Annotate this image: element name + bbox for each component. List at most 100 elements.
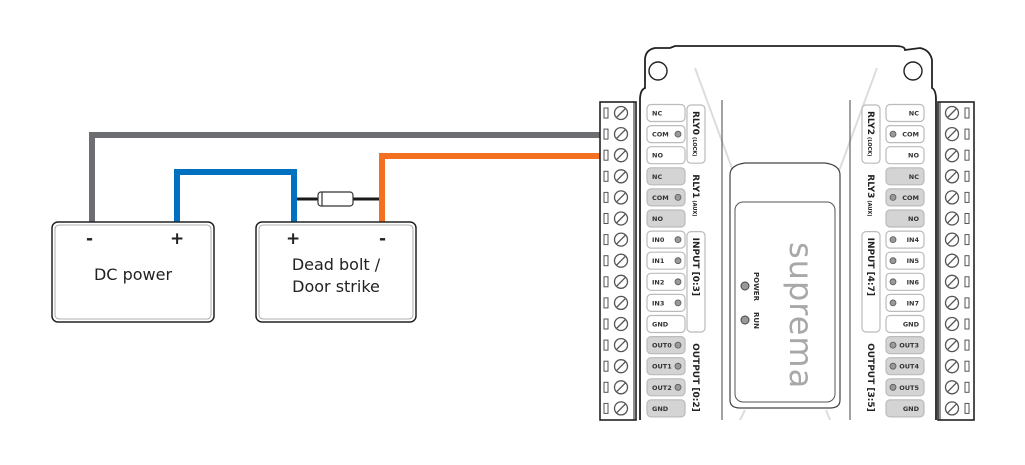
terminal-group: INPUT [0:3] bbox=[686, 231, 706, 333]
terminal-led bbox=[889, 257, 897, 265]
wire-slot bbox=[603, 191, 609, 203]
terminal-led bbox=[889, 362, 897, 370]
screw-terminal[interactable] bbox=[944, 148, 960, 163]
screw-terminal[interactable] bbox=[613, 401, 629, 416]
dead-bolt-neg-sign: - bbox=[379, 229, 386, 249]
wire-slot bbox=[603, 170, 609, 182]
terminal-label: IN0 bbox=[646, 230, 686, 249]
run-led-label: RUN bbox=[752, 312, 760, 329]
screw-terminal[interactable] bbox=[944, 359, 960, 374]
terminal-label: IN6 bbox=[885, 272, 925, 291]
terminal-label-text: NC bbox=[652, 110, 662, 118]
wire-slot bbox=[964, 276, 970, 288]
terminal-label-text: IN6 bbox=[907, 278, 920, 286]
terminal-group-name: RLY0(LOCK) bbox=[690, 111, 700, 156]
dc-power-label: DC power bbox=[94, 265, 172, 284]
screw-terminal[interactable] bbox=[944, 337, 960, 353]
wire-slot bbox=[603, 213, 609, 224]
terminal-led bbox=[889, 193, 897, 201]
terminal-led bbox=[674, 236, 682, 244]
terminal-label: IN1 bbox=[646, 251, 686, 270]
dc-power-box: - + DC power bbox=[51, 221, 215, 323]
terminal-label-text: NO bbox=[908, 152, 919, 160]
dc-power-pos-sign: + bbox=[170, 229, 184, 249]
screw-terminal[interactable] bbox=[613, 126, 629, 142]
screw-terminal[interactable] bbox=[613, 148, 629, 163]
wire-slot bbox=[964, 149, 970, 161]
terminal-label: NO bbox=[646, 209, 686, 228]
terminal-label: OUT2 bbox=[646, 378, 686, 397]
terminal-group-name: INPUT [4:7] bbox=[865, 238, 875, 296]
screw-terminal[interactable] bbox=[613, 253, 629, 268]
terminal-label-text: GND bbox=[903, 321, 920, 329]
screw-terminal[interactable] bbox=[613, 105, 629, 121]
terminal-label: OUT5 bbox=[885, 378, 925, 397]
screw-terminal[interactable] bbox=[613, 359, 629, 374]
screw-terminal[interactable] bbox=[944, 126, 960, 142]
terminal-group-name: RLY2(LOCK) bbox=[865, 111, 875, 156]
terminal-label-text: OUT2 bbox=[652, 384, 672, 392]
screw-terminal[interactable] bbox=[613, 169, 629, 184]
screw-terminal[interactable] bbox=[613, 295, 629, 311]
terminal-led bbox=[674, 299, 682, 307]
diode bbox=[317, 191, 354, 207]
terminal-label: IN2 bbox=[646, 272, 686, 291]
screw-terminal[interactable] bbox=[944, 274, 960, 289]
terminal-label-text: COM bbox=[652, 131, 669, 139]
terminal-label: NO bbox=[646, 146, 686, 165]
wire-slot bbox=[964, 170, 970, 182]
dead-bolt-label-line2: Door strike bbox=[292, 277, 380, 296]
wires bbox=[89, 132, 604, 222]
terminal-group: OUTPUT [0:2] bbox=[690, 343, 700, 412]
screw-terminal[interactable] bbox=[944, 253, 960, 268]
screw-terminal[interactable] bbox=[944, 401, 960, 416]
terminal-group: OUTPUT [3:5] bbox=[865, 343, 875, 412]
terminal-group: RLY2(LOCK) bbox=[861, 104, 881, 164]
screw-terminal[interactable] bbox=[944, 190, 960, 205]
power-led-label: POWER bbox=[752, 272, 760, 302]
screw-terminal[interactable] bbox=[944, 380, 960, 395]
wire-slot bbox=[603, 381, 609, 393]
terminal-led bbox=[889, 299, 897, 307]
screw-terminal[interactable] bbox=[613, 232, 629, 247]
terminal-label-text: COM bbox=[902, 131, 919, 139]
wire-slot bbox=[964, 297, 970, 309]
terminal-group-name: INPUT [0:3] bbox=[690, 238, 700, 296]
terminal-label-text: IN4 bbox=[907, 236, 920, 244]
screw-terminal[interactable] bbox=[944, 169, 960, 184]
terminal-label-text: NO bbox=[652, 152, 663, 160]
terminal-group-name: OUTPUT [0:2] bbox=[690, 343, 700, 412]
terminal-label-text: NC bbox=[909, 173, 919, 181]
power-led bbox=[740, 281, 750, 291]
wire-slot bbox=[964, 234, 970, 246]
terminal-label: GND bbox=[885, 314, 925, 334]
wire-slot bbox=[964, 107, 970, 119]
screw-terminal[interactable] bbox=[944, 211, 960, 226]
terminal-label: NC bbox=[885, 103, 925, 123]
terminal-label: NO bbox=[885, 146, 925, 165]
screw-terminal[interactable] bbox=[944, 232, 960, 247]
terminal-led bbox=[674, 362, 682, 370]
terminal-label-text: OUT5 bbox=[899, 384, 919, 392]
terminal-label: IN7 bbox=[885, 293, 925, 312]
screw-terminal[interactable] bbox=[613, 316, 629, 332]
terminal-label: OUT4 bbox=[885, 357, 925, 376]
terminal-led bbox=[889, 278, 897, 286]
terminal-led bbox=[674, 341, 682, 349]
terminal-label: GND bbox=[646, 314, 686, 334]
terminal-label-text: OUT0 bbox=[652, 342, 672, 350]
screw-terminal[interactable] bbox=[944, 316, 960, 332]
terminal-label-text: GND bbox=[652, 321, 669, 329]
screw-terminal[interactable] bbox=[944, 105, 960, 121]
screw-terminal[interactable] bbox=[944, 295, 960, 311]
wire-slot bbox=[964, 318, 970, 330]
wire-slot bbox=[603, 360, 609, 372]
screw-terminal[interactable] bbox=[613, 211, 629, 226]
screw-terminal[interactable] bbox=[613, 380, 629, 395]
screw-terminal[interactable] bbox=[613, 190, 629, 205]
terminal-label: OUT0 bbox=[646, 336, 686, 355]
gray-wire bbox=[89, 132, 604, 222]
terminal-group-name: RLY3(AUX) bbox=[865, 174, 875, 216]
screw-terminal[interactable] bbox=[613, 337, 629, 353]
screw-terminal[interactable] bbox=[613, 274, 629, 289]
